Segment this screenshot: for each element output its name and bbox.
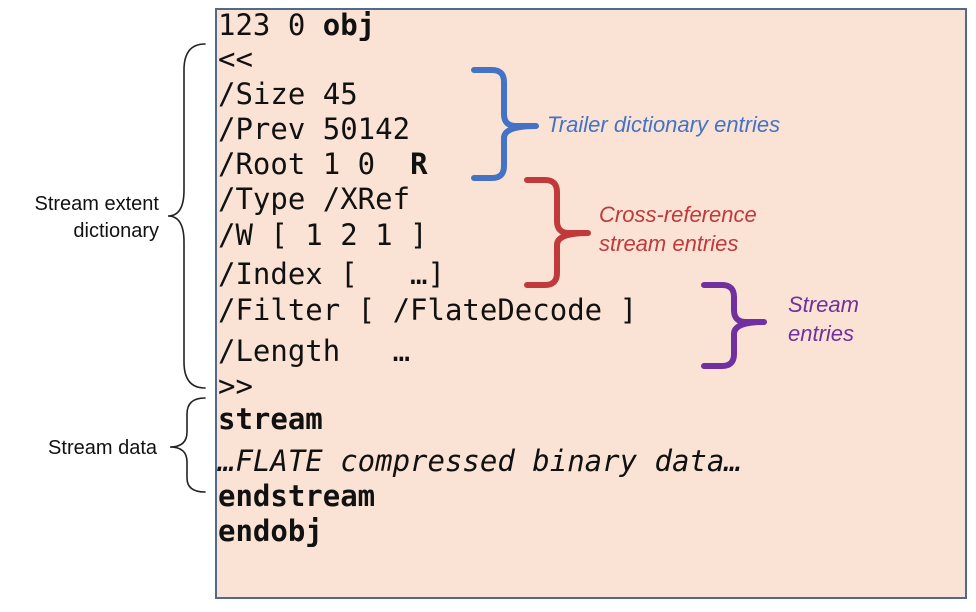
code-line-filter: /Filter [ /FlateDecode ] [218,293,638,327]
code-line-obj: 123 0 obj [218,8,376,42]
stream-data-brace [169,397,206,493]
code-line-binary-data: …FLATE compressed binary data… [218,444,742,478]
code-line-endstream: endstream [218,479,376,513]
stream-data-label: Stream data [48,437,157,459]
code-line-dict-close: >> [218,369,253,403]
stream-annotation: Stream entries [788,292,859,347]
dictionary-brace [167,43,206,389]
code-line-endobj: endobj [218,514,323,548]
code-line-dict-open: << [218,42,253,76]
code-line-index: /Index [ …] [218,257,445,291]
xref-annotation: Cross-reference stream entries [599,202,757,257]
xref-bracket [524,177,591,288]
code-line-w: /W [ 1 2 1 ] [218,218,428,252]
trailer-annotation: Trailer dictionary entries [547,112,781,137]
code-line-root: /Root 1 0 R [218,147,428,181]
code-panel [215,8,967,599]
stream-extent-dictionary-label: Stream extent dictionary [34,193,159,242]
stream-bracket [701,282,767,369]
code-line-type: /Type /XRef [218,182,411,216]
trailer-bracket [471,67,539,181]
code-line-size: /Size 45 [218,77,358,111]
code-line-prev: /Prev 50142 [218,112,411,146]
code-line-stream: stream [218,402,323,436]
code-line-length: /Length … [218,334,411,368]
